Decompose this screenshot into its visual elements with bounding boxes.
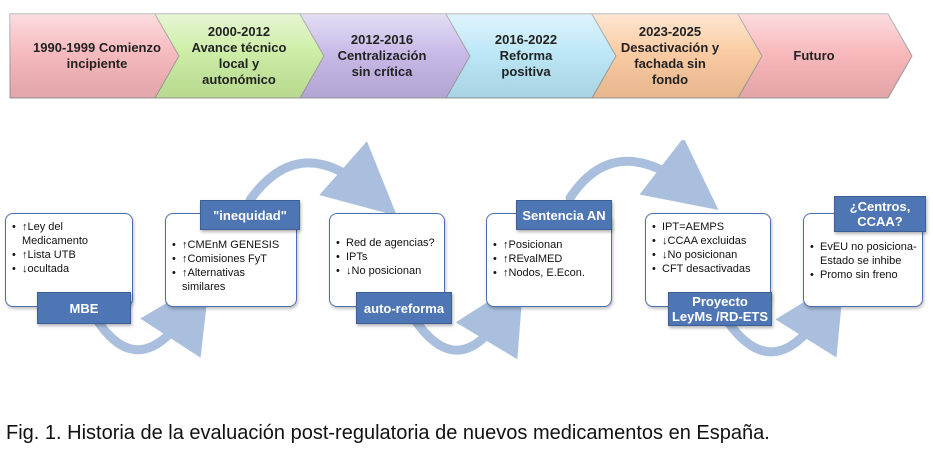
stage-item: ↑Alternativas similares [172, 266, 292, 294]
timeline-chevrons [9, 13, 913, 99]
stage-item: CFT desactivadas [652, 262, 766, 276]
phase-label-2016-2022: 2016-2022 Reforma positiva [494, 32, 558, 79]
stage-item: ↓ocultada [12, 262, 128, 276]
arc-arrow-5 [723, 277, 845, 358]
timeline-chevron-shine [300, 14, 472, 98]
stage-item: IPT=AEMPS [652, 220, 766, 234]
stage-tag-centros-ccaa: ¿Centros, CCAA? [834, 196, 926, 232]
stage-tag-mbe: MBE [37, 292, 131, 324]
process-arcs [92, 140, 845, 360]
stage-item: ↑Ley del Medicamento [12, 220, 128, 248]
stage-tag-proyecto-leyms: Proyecto LeyMs /RD-ETS [668, 292, 772, 326]
phase-label-2000-2012: 2000-2012 Avance técnico local y autonóm… [191, 24, 287, 87]
phase-label-2023-2025: 2023-2025 Desactivación y fachada sin fo… [620, 24, 720, 87]
arc-arrow-4 [565, 140, 719, 211]
stage-item: ↓CCAA excluidas [652, 234, 766, 248]
stage-card-proyecto-leyms: IPT=AEMPS ↓CCAA excluidas ↓No posicionan… [645, 213, 771, 307]
arc-arrow-3 [410, 279, 524, 360]
stage-item: ↑Nodos, E.Econ. [493, 266, 607, 280]
stage-item: ↑Lista UTB [12, 248, 128, 262]
stage-tag-sentencia-an: Sentencia AN [516, 200, 612, 230]
stage-item: ↑CMEnM GENESIS [172, 238, 292, 252]
arc-arrow-1 [92, 277, 210, 358]
stage-item: ↑Posicionan [493, 238, 607, 252]
timeline-chevron-shine [155, 14, 327, 98]
stage-tag-auto-reforma: auto-reforma [356, 292, 452, 324]
arc-arrow-2 [245, 141, 397, 216]
timeline-chevron-shine [738, 14, 912, 98]
phase-label-1990-1999: 1990-1999 Comienzo incipiente [33, 40, 161, 71]
stage-item: ↑REvalMED [493, 252, 607, 266]
stage-item: ↓No posicionan [652, 248, 766, 262]
stage-tag-inequidad: "inequidad" [200, 200, 300, 230]
timeline-chevron-shine [592, 14, 764, 98]
phase-label-2012-2016: 2012-2016 Centralización sin crítica [337, 32, 427, 79]
stage-item: Promo sin freno [810, 268, 920, 282]
stage-item: ↓No posicionan [336, 264, 440, 278]
stage-item: IPTs [336, 250, 440, 264]
figure-caption: Fig. 1. Historia de la evaluación post-r… [6, 422, 770, 444]
stage-item: EvEU no posiciona- Estado se inhibe [810, 240, 920, 268]
timeline-chevron-shine [10, 14, 184, 98]
stage-card-mbe: ↑Ley del Medicamento ↑Lista UTB ↓ocultad… [5, 213, 133, 307]
stage-item: Red de agencias? [336, 236, 440, 250]
stage-item: ↑Comisiones FyT [172, 252, 292, 266]
phase-label-futuro: Futuro [793, 48, 835, 63]
timeline-chevron-shine [446, 14, 618, 98]
stage-card-auto-reforma: Red de agencias? IPTs ↓No posicionan [329, 213, 445, 307]
